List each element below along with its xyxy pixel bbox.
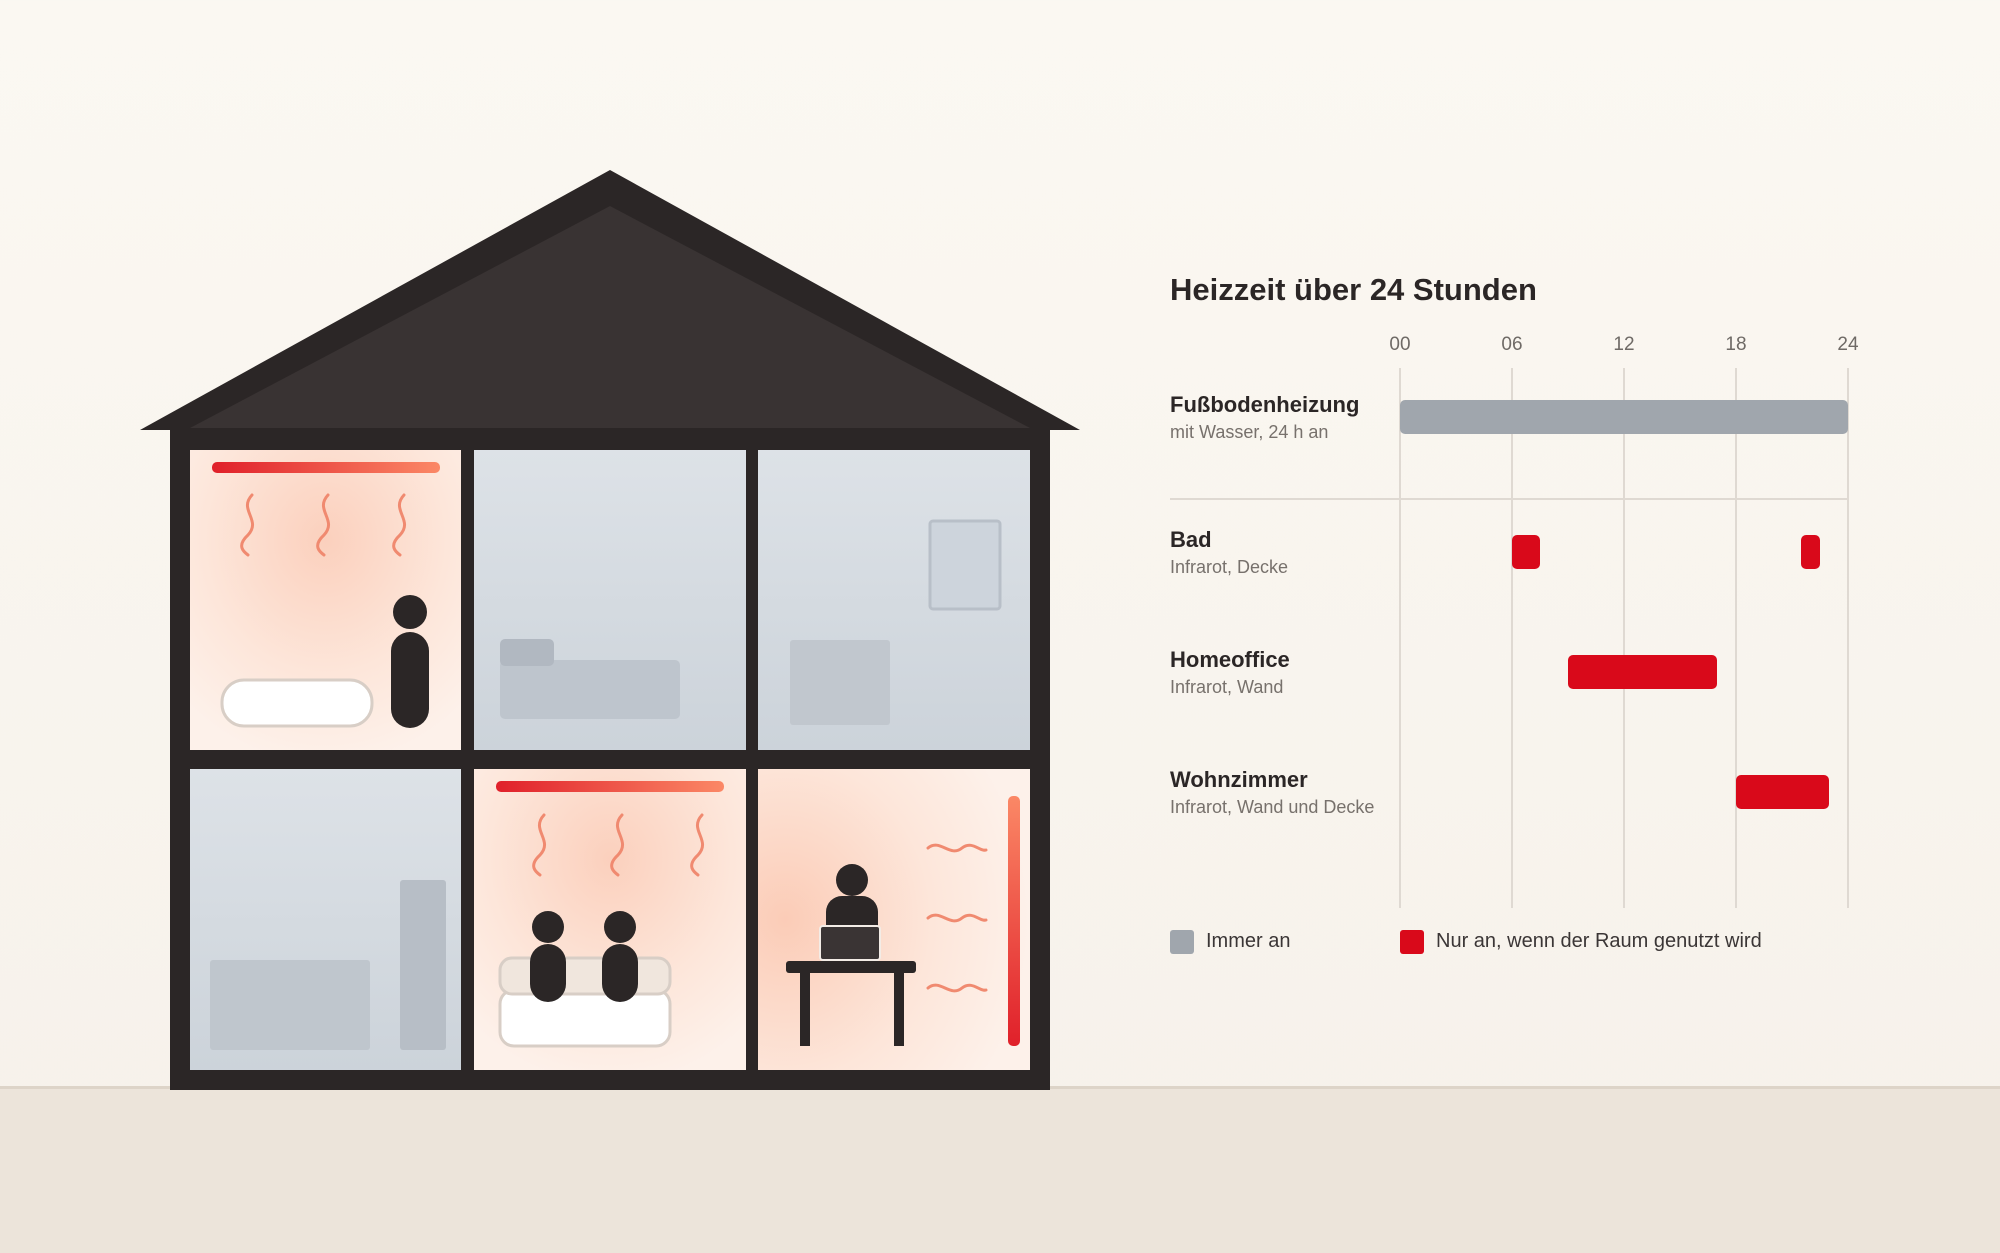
timeline-bar [1801,535,1820,569]
row-label: Wohnzimmer [1170,767,1308,792]
legend-label: Immer an [1206,930,1291,952]
sofa [498,988,672,1048]
x-tick-label: 18 [1725,334,1747,355]
gridline [1735,368,1737,908]
gridline [1511,368,1513,908]
timeline-bar [1400,400,1848,434]
wall-panel [928,519,1002,611]
heat-wave-icon [316,493,331,557]
timeline-bar [1736,775,1830,809]
x-tick-label: 06 [1501,334,1523,355]
timeline-bar [1512,535,1540,569]
x-tick-label: 12 [1613,334,1635,355]
row-label: Bad [1170,527,1212,552]
room-wohnzimmer [474,769,746,1070]
pillow [500,639,554,666]
room-unten-links [190,769,461,1070]
heat-wave-icon [240,493,255,557]
x-tick-label: 24 [1837,334,1859,355]
laptop [819,925,881,961]
x-tick-label: 00 [1389,334,1411,355]
sofa-back [498,956,672,996]
ceiling-heater [496,781,724,792]
room-bad [190,450,461,750]
legend-label: Nur an, wenn der Raum genutzt wird [1436,930,1762,952]
chart-title: Heizzeit über 24 Stunden [1170,272,1537,307]
gridline [1623,368,1625,908]
person-icon [393,595,427,629]
house-illustration [140,170,1080,1090]
cabinet [790,640,890,725]
ground [0,1086,2000,1253]
person-icon [836,864,868,896]
person-icon [604,911,636,943]
heat-wave-icon [610,813,625,877]
row-subtitle: Infrarot, Decke [1170,557,1289,577]
wall-heater [1008,796,1020,1046]
person-body [602,944,638,1002]
bed [500,660,680,719]
row-subtitle: Infrarot, Wand [1170,677,1284,697]
heat-wave-icon [926,913,988,923]
desk-leg [894,972,904,1046]
legend-swatch [1400,930,1424,954]
person-icon [532,911,564,943]
heat-wave-icon [392,493,407,557]
heat-wave-icon [532,813,547,877]
heat-wave-icon [690,813,705,877]
gridline [1399,368,1401,908]
heating-timeline-panel: Heizzeit über 24 Stunden 00 06 12 18 24 Fußb… [1170,268,1870,988]
sofa-block [210,960,370,1050]
person-body [391,632,429,728]
row-subtitle: mit Wasser, 24 h an [1170,422,1329,442]
desk-leg [800,972,810,1046]
row-subtitle: Infrarot, Wand und Decke [1170,797,1375,817]
bathtub [220,678,374,728]
heat-wave-icon [926,983,988,993]
room-schlafzimmer [474,450,746,750]
room-homeoffice [758,769,1030,1070]
legend-swatch [1170,930,1194,954]
gridline [1847,368,1849,908]
ceiling-heater [212,462,440,473]
row-label: Homeoffice [1170,647,1290,672]
heat-wave-icon [926,843,988,853]
row-separator [1170,498,1848,500]
row-label: Fußbodenheizung [1170,392,1360,417]
room-oben-rechts [758,450,1030,750]
person-body [530,944,566,1002]
desk [786,961,916,973]
shelf [400,880,446,1050]
timeline-bar [1568,655,1718,689]
roof-inner [190,206,1030,428]
person-body [826,896,878,930]
